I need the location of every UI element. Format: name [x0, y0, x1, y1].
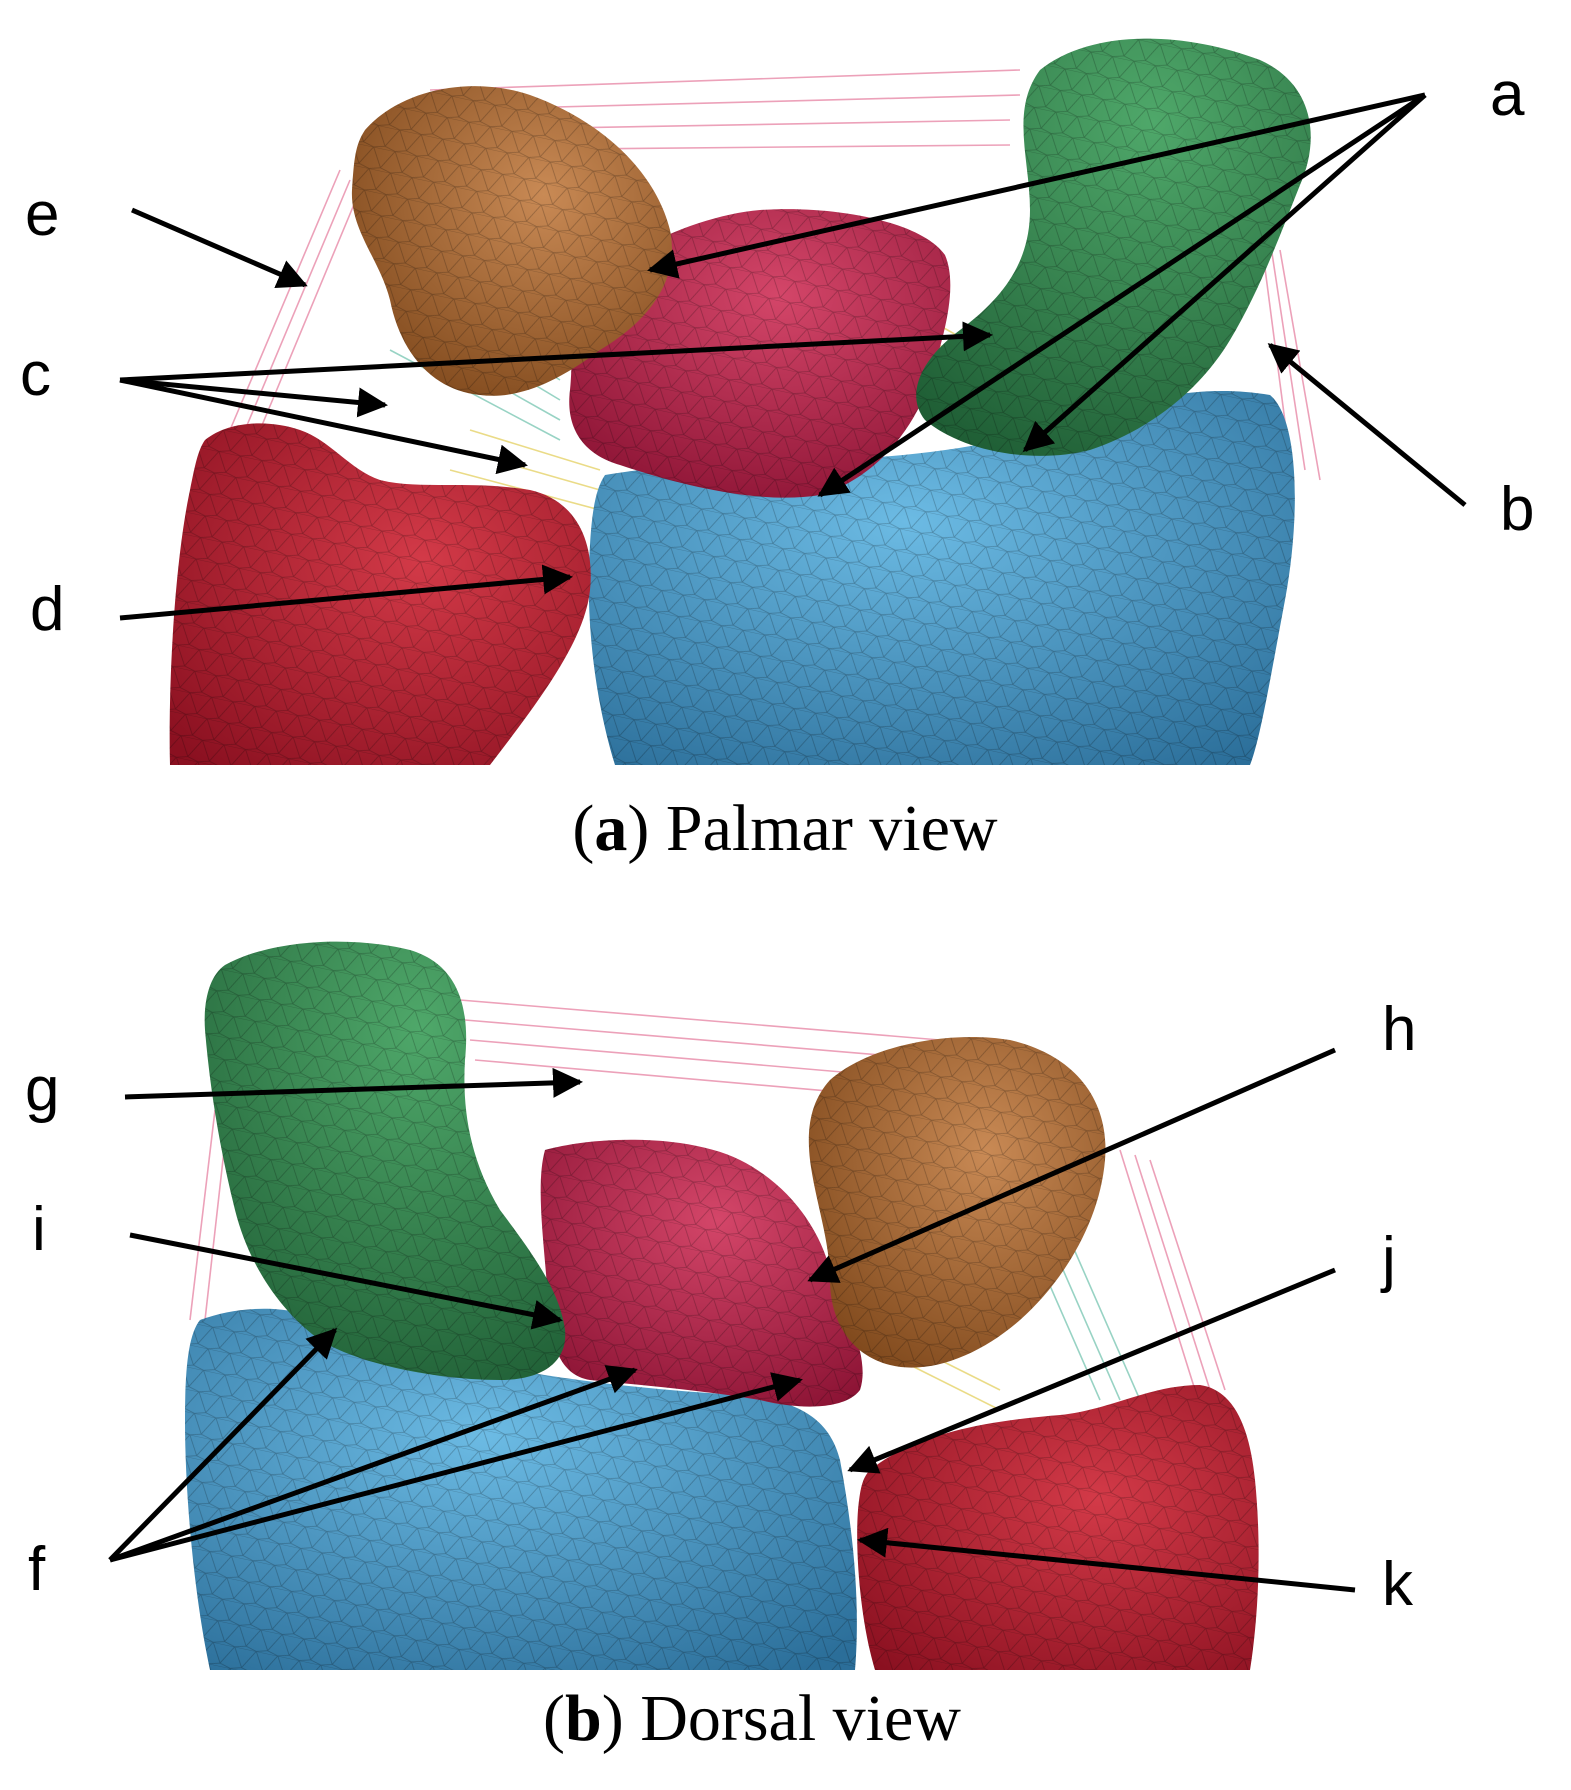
panel-b-dorsal-view: f g h i j k (b) Dorsal view — [25, 941, 1416, 1755]
arrow-k — [857, 1527, 1356, 1593]
panel-a-caption-text: Palmar view — [649, 792, 998, 865]
arrow-h — [807, 1047, 1337, 1283]
panel-a-caption-letter: a — [594, 792, 627, 865]
label-g: g — [25, 1055, 59, 1124]
label-j: j — [1380, 1225, 1396, 1294]
label-f: f — [28, 1535, 46, 1604]
arrow-c-1 — [119, 321, 993, 383]
panel-b-orange-bone — [808, 1036, 1106, 1368]
label-b: b — [1500, 475, 1534, 544]
label-a: a — [1490, 60, 1525, 129]
panel-b-caption: (b) Dorsal view — [543, 1682, 961, 1755]
panel-b-arrows — [108, 1047, 1356, 1593]
panel-b-green-bone — [204, 941, 566, 1380]
arrow-a-2 — [817, 92, 1427, 498]
label-i: i — [32, 1195, 46, 1264]
arrow-c-2 — [119, 377, 388, 418]
arrow-f-1 — [108, 1327, 338, 1562]
panel-b-crimson-bone — [540, 1139, 863, 1407]
panel-a-arrows — [119, 92, 1467, 621]
arrow-g — [124, 1067, 583, 1100]
arrow-a-3 — [1022, 93, 1427, 452]
panel-b-red-bone — [857, 1385, 1259, 1670]
panel-b-labels: f g h i j k — [25, 995, 1416, 1619]
arrow-j — [847, 1267, 1336, 1474]
label-c: c — [20, 340, 51, 409]
arrow-c-3 — [119, 377, 528, 475]
panel-b-caption-letter: b — [565, 1682, 602, 1755]
arrow-i — [129, 1232, 563, 1330]
panel-a-palmar-view: a b c d e (a) Palmar view — [20, 38, 1534, 865]
arrow-d — [119, 564, 573, 621]
panel-b-blue-bone — [185, 1308, 857, 1670]
arrow-b — [1267, 343, 1467, 507]
arrow-f-2 — [109, 1365, 638, 1563]
panel-a-labels: a b c d e — [20, 60, 1534, 644]
arrow-f-3 — [109, 1372, 803, 1563]
label-k: k — [1382, 1550, 1414, 1619]
label-h: h — [1382, 995, 1416, 1064]
arrow-e — [131, 207, 308, 289]
label-d: d — [30, 575, 64, 644]
label-e: e — [25, 180, 59, 249]
panel-a-orange-bone — [351, 86, 672, 396]
panel-b-caption-text: Dorsal view — [624, 1682, 962, 1755]
arrow-a-1 — [647, 92, 1426, 279]
panel-a-caption: (a) Palmar view — [572, 792, 998, 865]
